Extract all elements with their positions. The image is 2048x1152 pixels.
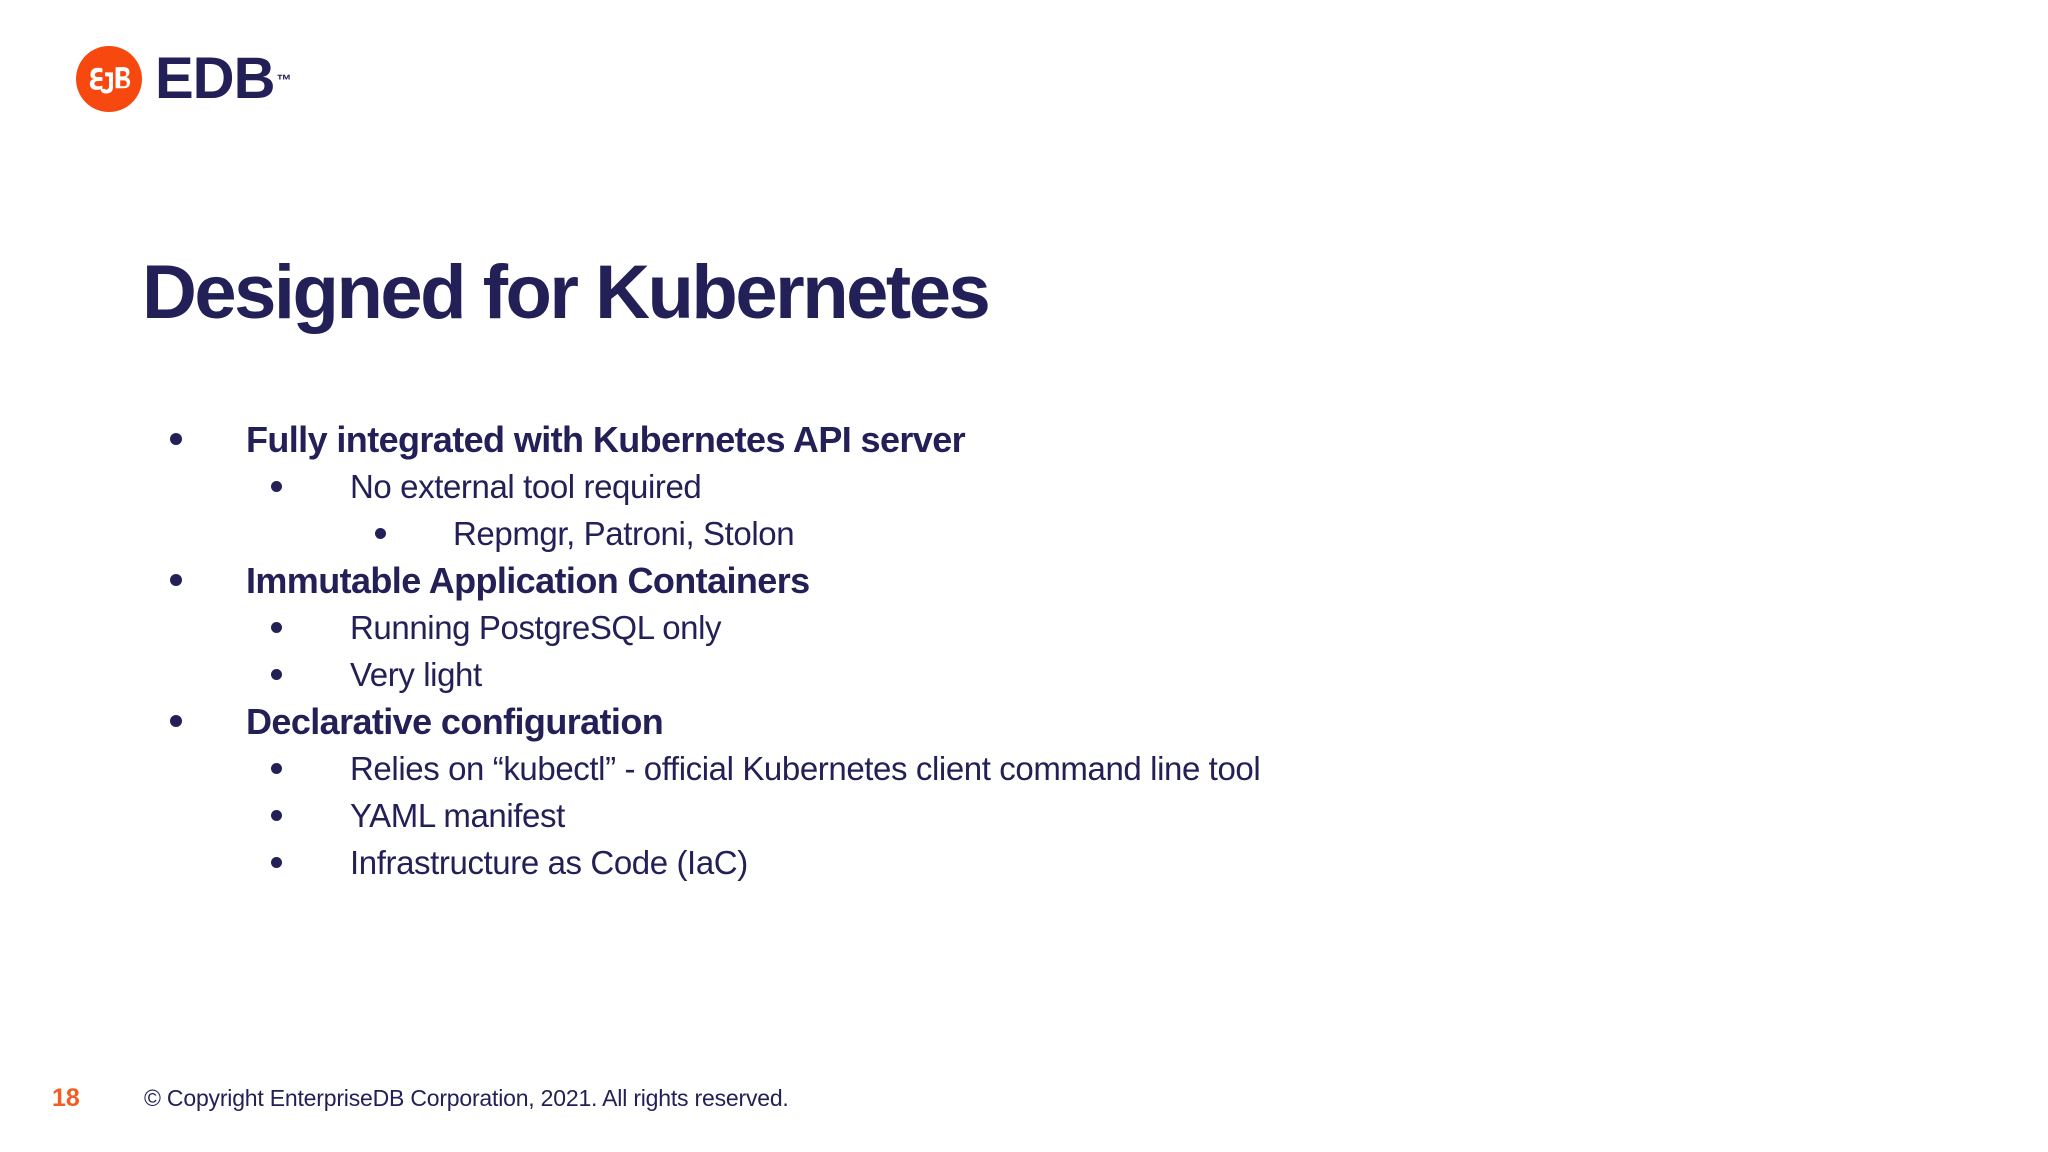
edb-elephant-icon [76, 46, 142, 112]
bullet-item: Declarative configuration [170, 698, 1260, 745]
bullet-item: Relies on “kubectl” - official Kubernete… [170, 745, 1261, 792]
bullet-list: Fully integrated with Kubernetes API ser… [170, 416, 1261, 886]
edb-brand-name: EDB [155, 46, 275, 111]
bullet-item: YAML manifest [170, 792, 1260, 839]
copyright-text: © Copyright EnterpriseDB Corporation, 20… [144, 1085, 789, 1111]
slide-title: Designed for Kubernetes [142, 249, 991, 335]
bullet-item: Infrastructure as Code (IaC) [170, 839, 1260, 886]
bullet-item: Running PostgreSQL only [170, 604, 1260, 651]
bullet-item: Fully integrated with Kubernetes API ser… [170, 416, 1260, 463]
bullet-item: No external tool required [170, 463, 1260, 510]
trademark-symbol: ™ [276, 72, 291, 89]
bullet-item: Very light [170, 651, 1260, 698]
page-number: 18 [52, 1084, 80, 1112]
bullet-item: Repmgr, Patroni, Stolon [170, 510, 1260, 557]
bullet-item: Immutable Application Containers [170, 557, 1260, 604]
